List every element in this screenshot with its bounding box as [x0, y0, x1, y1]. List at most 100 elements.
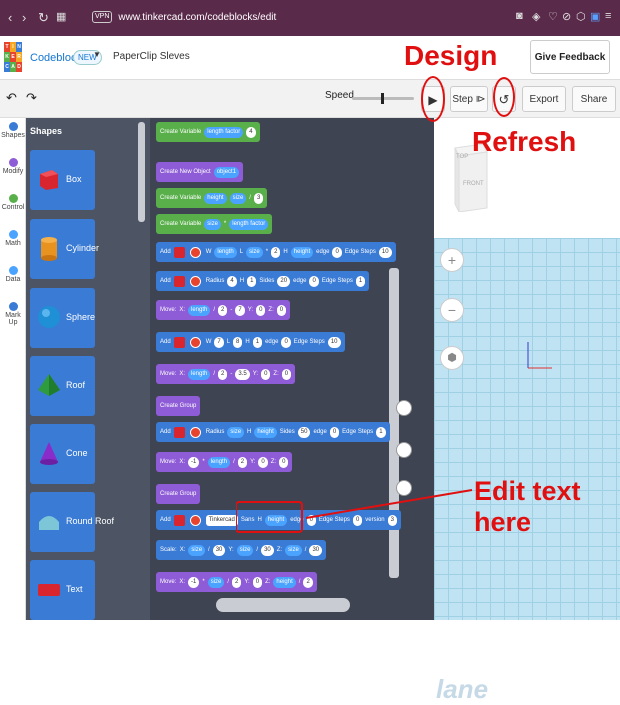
3d-viewport[interactable]: FRONT TOP lane + − ⬢: [434, 118, 620, 704]
block-input[interactable]: 10: [378, 246, 392, 258]
category-math[interactable]: Math: [0, 230, 26, 247]
block-input[interactable]: length: [214, 246, 237, 258]
block-shape-icon[interactable]: [173, 275, 185, 287]
block-input[interactable]: 4: [227, 275, 237, 287]
view-cube-toggle-icon[interactable]: ⬢: [440, 346, 464, 370]
block-input[interactable]: 0: [261, 368, 271, 380]
shape-roof[interactable]: Roof: [30, 356, 95, 416]
block-input[interactable]: -1: [188, 576, 200, 588]
block-input[interactable]: 8: [233, 336, 243, 348]
block-input[interactable]: size: [204, 218, 221, 230]
block-input[interactable]: height: [290, 246, 314, 258]
block-input[interactable]: 2: [218, 304, 228, 316]
reload-icon[interactable]: ↻: [38, 10, 49, 25]
block-input[interactable]: 50: [297, 426, 311, 438]
redo-icon[interactable]: ↷: [26, 90, 37, 105]
block-input[interactable]: 2: [218, 368, 228, 380]
block-input[interactable]: 0: [258, 456, 268, 468]
shape-sphere[interactable]: Sphere: [30, 288, 95, 348]
block-input[interactable]: 2: [237, 456, 248, 468]
share-button[interactable]: Share: [572, 86, 616, 112]
zoom-out-view-icon[interactable]: −: [440, 298, 464, 322]
block-input[interactable]: 0: [276, 304, 287, 316]
block-input[interactable]: 30: [212, 544, 226, 556]
block-input[interactable]: size: [188, 544, 206, 556]
block-input[interactable]: 2: [232, 576, 242, 588]
block-input[interactable]: 20: [277, 275, 291, 287]
block-input[interactable]: 0: [309, 275, 319, 287]
block-input[interactable]: 30: [309, 544, 323, 556]
category-modify[interactable]: Modify: [0, 158, 26, 175]
block-input[interactable]: 2: [303, 576, 313, 588]
block-input[interactable]: 0: [306, 514, 316, 526]
tabs-grid-icon[interactable]: ▦: [56, 11, 67, 23]
block-color-swatch[interactable]: [189, 336, 201, 348]
block-input[interactable]: 0: [332, 246, 342, 258]
workspace-horizontal-scrollbar[interactable]: [216, 598, 350, 612]
block-input[interactable]: 0: [352, 514, 363, 526]
chevron-down-icon[interactable]: ▼: [93, 50, 101, 59]
forward-icon[interactable]: ›: [22, 10, 27, 25]
cube-icon[interactable]: ⬡: [576, 11, 586, 23]
palette-scrollbar[interactable]: [138, 122, 145, 222]
shape-round-roof[interactable]: Round Roof: [30, 492, 114, 552]
block-input[interactable]: length: [207, 456, 231, 468]
block-input[interactable]: height: [204, 192, 227, 204]
block-color-swatch[interactable]: [189, 514, 201, 526]
category-data[interactable]: Data: [0, 266, 26, 283]
block-input[interactable]: 3: [253, 192, 264, 204]
zoom-in-icon[interactable]: [396, 400, 412, 416]
block-input[interactable]: 1: [355, 275, 366, 287]
block-input[interactable]: 3: [387, 514, 397, 526]
block-color-swatch[interactable]: [189, 426, 201, 438]
block-input[interactable]: size: [207, 576, 225, 588]
block-input[interactable]: 0: [329, 426, 340, 438]
zoom-in-view-icon[interactable]: +: [440, 248, 464, 272]
block-input[interactable]: size: [236, 544, 254, 556]
shield-icon[interactable]: ◈: [532, 11, 541, 23]
category-mark-up[interactable]: Mark Up: [0, 302, 26, 326]
block-input[interactable]: Tinkercad: [205, 514, 238, 526]
undo-icon[interactable]: ↶: [6, 90, 17, 105]
block-input[interactable]: length factor: [204, 126, 244, 138]
category-shapes[interactable]: Shapes: [0, 122, 26, 139]
camera-icon[interactable]: ◙: [516, 10, 523, 22]
block-input[interactable]: 0: [252, 576, 263, 588]
block-input[interactable]: -1: [188, 456, 200, 468]
block-input[interactable]: 7: [235, 304, 245, 316]
sidebar-icon[interactable]: ▣: [590, 11, 601, 23]
code-block[interactable]: Create Group: [156, 396, 201, 416]
block-shape-icon[interactable]: [173, 336, 185, 348]
workspace-scrollbar[interactable]: [389, 268, 399, 578]
category-control[interactable]: Control: [0, 194, 26, 211]
shape-text[interactable]: Text: [30, 560, 95, 620]
block-input[interactable]: 30: [261, 544, 274, 556]
block-input[interactable]: height: [273, 576, 296, 588]
block-input[interactable]: 1: [247, 275, 257, 287]
step-button[interactable]: Step ⧐: [450, 86, 488, 112]
block-input[interactable]: size: [227, 426, 245, 438]
block-input[interactable]: 1: [252, 336, 263, 348]
block-input[interactable]: 10: [327, 336, 341, 348]
block-input[interactable]: length: [188, 368, 211, 380]
block-color-swatch[interactable]: [189, 275, 201, 287]
block-input[interactable]: 4: [246, 126, 256, 138]
block-shape-icon[interactable]: [173, 426, 185, 438]
block-input[interactable]: 2: [271, 246, 281, 258]
block-input[interactable]: height: [254, 426, 277, 438]
block-shape-icon[interactable]: [173, 246, 185, 258]
block-color-swatch[interactable]: [189, 246, 201, 258]
